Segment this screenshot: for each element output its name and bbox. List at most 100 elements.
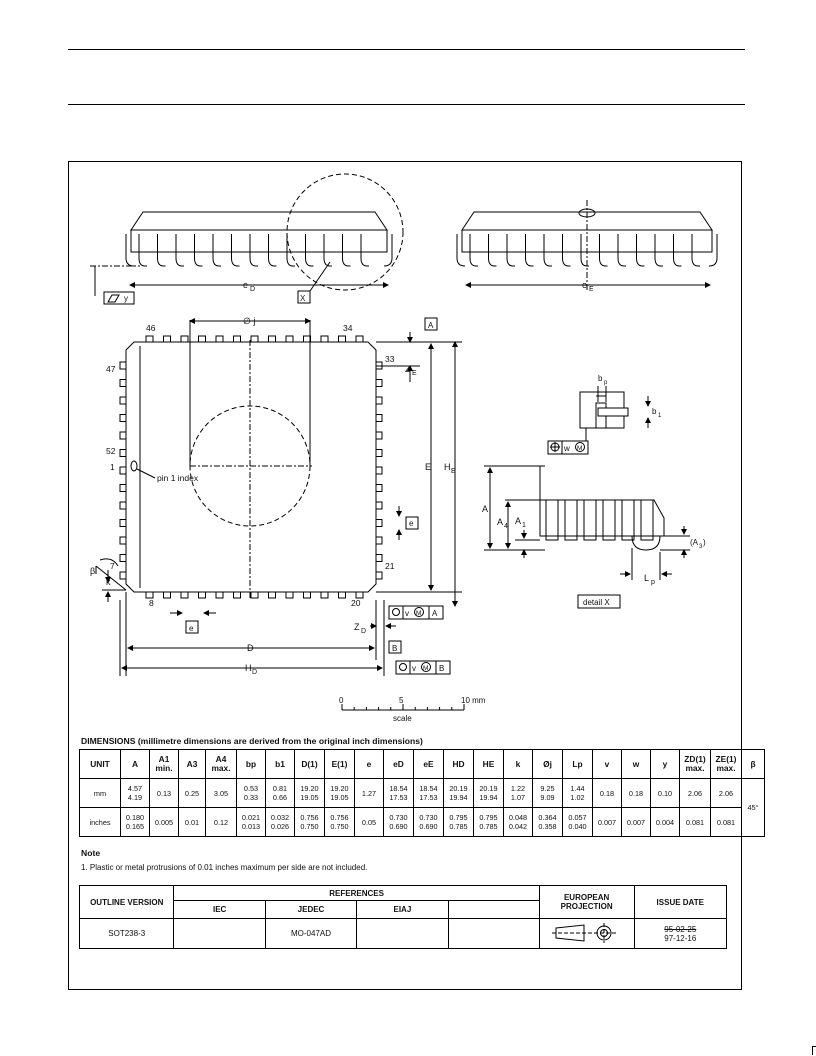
pad-icon	[375, 396, 383, 405]
svg-text:E: E	[425, 462, 431, 472]
lead-icon	[360, 234, 369, 267]
pad-icon	[375, 449, 383, 457]
col-d: D(1)	[294, 749, 325, 779]
svg-text:scale: scale	[393, 714, 412, 723]
svg-text:e: e	[409, 519, 414, 528]
drawing-frame	[68, 161, 742, 990]
lead-icon	[323, 234, 332, 267]
jedec-header: JEDEC	[264, 900, 358, 919]
cell: 0.795 0.785	[443, 807, 474, 837]
lead-icon	[342, 234, 351, 267]
pad-icon	[375, 484, 383, 492]
lead-icon	[138, 234, 147, 267]
svg-text:4: 4	[504, 523, 508, 530]
references-header: REFERENCES	[173, 885, 540, 901]
lead-icon	[525, 234, 534, 267]
lead-icon	[562, 234, 571, 267]
pad-icon	[119, 484, 127, 492]
lead-icon	[175, 234, 184, 267]
scale-bar	[341, 704, 465, 711]
cell: 0.032 0.026	[265, 807, 295, 837]
lead-icon	[617, 234, 626, 267]
pad-icon	[215, 591, 224, 599]
svg-text:X: X	[300, 294, 306, 303]
col-lp: Lp	[562, 749, 593, 779]
cell: 0.81 0.66	[265, 778, 295, 808]
col-ed: eD	[383, 749, 414, 779]
pad-icon	[338, 591, 346, 599]
eiaj-value	[356, 918, 449, 949]
svg-text:52: 52	[106, 446, 116, 456]
svg-text:k: k	[106, 577, 111, 587]
pad-icon	[250, 591, 259, 599]
pad-icon	[119, 466, 127, 475]
svg-text:w: w	[563, 444, 570, 453]
pad-icon	[119, 536, 127, 545]
col-zd: ZD(1) max.	[679, 749, 711, 779]
cell: 0.10	[650, 778, 680, 808]
svg-text:B: B	[439, 664, 444, 673]
cell: 18.54 17.53	[383, 778, 414, 808]
pad-icon	[198, 591, 206, 599]
svg-text:H: H	[444, 462, 451, 472]
cell: 3.05	[205, 778, 237, 808]
svg-text:7: 7	[110, 561, 115, 571]
cell: 0.057 0.040	[562, 807, 593, 837]
svg-text:(A: (A	[690, 538, 699, 547]
lead-icon	[506, 234, 515, 267]
col-unit: UNIT	[79, 749, 121, 779]
svg-text:L: L	[644, 573, 649, 583]
cell: 20.19 19.94	[443, 778, 474, 808]
pad-icon	[375, 501, 383, 510]
top-view	[119, 335, 383, 599]
svg-text:0: 0	[339, 696, 344, 705]
cell: 0.081	[710, 807, 742, 837]
lead-icon	[157, 234, 166, 267]
cell: 19.20 19.05	[294, 778, 325, 808]
cell: 2.06	[679, 778, 711, 808]
cell: 0.730 0.690	[413, 807, 444, 837]
cell: 0.53 0.33	[236, 778, 266, 808]
note-item: 1. Plastic or metal protrusions of 0.01 …	[81, 863, 368, 872]
cell: 0.005	[149, 807, 179, 837]
pad-icon	[375, 571, 383, 580]
svg-text:A: A	[432, 609, 438, 618]
jedec-value: MO-047AD	[264, 918, 358, 949]
references-table: OUTLINE VERSION REFERENCES EUROPEAN PROJ…	[78, 885, 728, 949]
svg-text:e: e	[189, 624, 194, 633]
pad-icon	[375, 536, 383, 545]
cell: 0.048 0.042	[503, 807, 533, 837]
cell: 0.756 0.750	[294, 807, 325, 837]
svg-text:E: E	[451, 468, 456, 475]
svg-text:1: 1	[110, 462, 115, 472]
outline-value: SOT238-3	[78, 918, 175, 949]
pad-icon	[338, 335, 346, 343]
pad-icon	[375, 554, 383, 562]
cell: 1.44 1.02	[562, 778, 593, 808]
cell: 0.007	[621, 807, 651, 837]
col-b1: b1	[265, 749, 295, 779]
lead-icon	[469, 234, 478, 267]
pad-icon	[303, 335, 311, 343]
cell: inches	[79, 807, 121, 837]
col-a1: A1 min.	[149, 749, 179, 779]
pad-icon	[198, 335, 206, 343]
svg-text:A: A	[515, 516, 521, 526]
pad-icon	[233, 335, 241, 343]
blank-header	[447, 900, 540, 919]
svg-text:33: 33	[385, 354, 395, 364]
pad-icon	[145, 591, 154, 599]
pad-icon	[320, 591, 329, 599]
pad-icon	[163, 335, 171, 343]
svg-text:8: 8	[149, 598, 154, 608]
cell: 0.18	[621, 778, 651, 808]
svg-text:A: A	[482, 504, 488, 514]
svg-text:A: A	[428, 321, 434, 330]
cell: 0.756 0.750	[324, 807, 355, 837]
lead-detail	[579, 391, 629, 429]
pad-icon	[119, 571, 127, 580]
issue-date-new: 97-12-16	[664, 933, 697, 943]
dimensions-table: UNIT A A1 min. A3 A4 max. bp b1 D(1) E(1…	[79, 749, 765, 837]
svg-text:M: M	[577, 445, 582, 452]
pad-icon	[119, 414, 127, 422]
